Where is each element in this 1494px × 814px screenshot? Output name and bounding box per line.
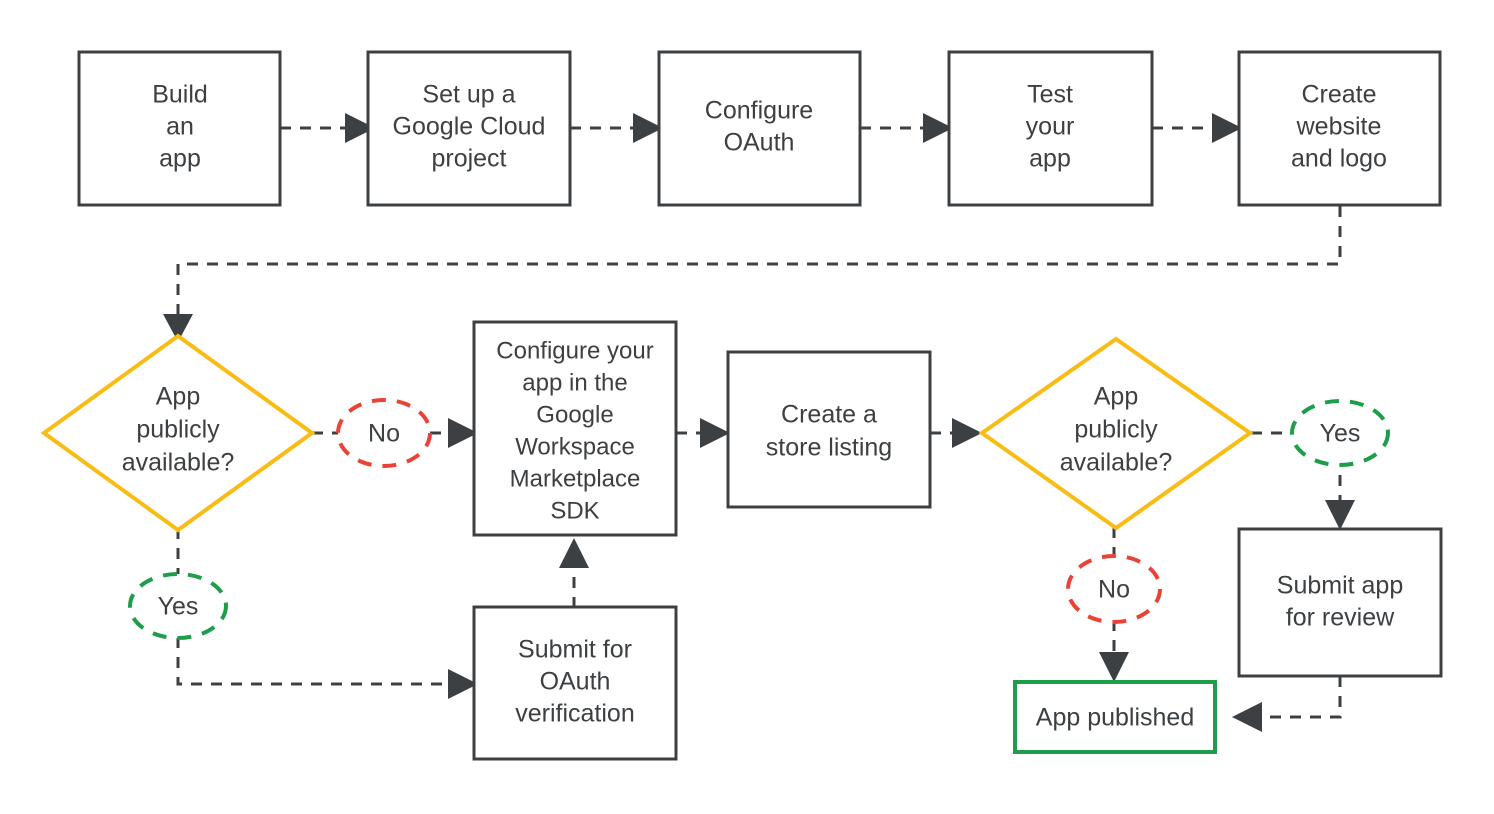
node-website-logo-line3: and logo	[1291, 145, 1387, 173]
edge-label-left-no-text: No	[368, 420, 400, 448]
node-build-an-app-line2: an	[166, 113, 194, 141]
oauth-verification-line2: OAuth	[540, 668, 611, 696]
node-configure-oauth-line1: Configure	[705, 97, 813, 125]
edge-decision-right-no	[1099, 527, 1129, 682]
edge-label-left-yes: Yes	[128, 572, 228, 640]
sdk-line5: Marketplace	[510, 465, 641, 492]
edge-build-to-gcp	[280, 113, 375, 143]
oauth-verification-line3: verification	[515, 700, 635, 728]
node-build-an-app-line3: app	[159, 145, 201, 173]
node-configure-oauth-line2: OAuth	[724, 129, 795, 157]
node-gcp-project-line2: Google Cloud	[393, 113, 546, 141]
node-gcp-project-line3: project	[431, 145, 506, 173]
sdk-line6: SDK	[550, 497, 599, 524]
sdk-line4: Workspace	[515, 433, 635, 460]
edge-website-to-decision-left	[163, 206, 1342, 342]
edge-submit-review-to-published	[1232, 676, 1342, 732]
decision-right-line1: App	[1094, 383, 1138, 411]
edge-label-right-yes: Yes	[1290, 399, 1390, 467]
node-website-logo-line2: website	[1296, 113, 1382, 141]
edge-label-right-no: No	[1066, 554, 1162, 624]
node-create-store-listing[interactable]: Create a store listing	[726, 350, 932, 509]
edge-decision-left-no	[312, 418, 478, 448]
node-test-your-app[interactable]: Test your app	[947, 50, 1154, 207]
edge-label-left-no: No	[336, 398, 432, 468]
node-website-logo-line1: Create	[1301, 81, 1376, 109]
decision-right-line2: publicly	[1074, 416, 1158, 444]
decision-left-line1: App	[156, 383, 200, 411]
decision-left-line3: available?	[122, 449, 235, 477]
decision-right-line3: available?	[1060, 449, 1173, 477]
node-test-app-line1: Test	[1027, 81, 1073, 109]
edge-oauth-verification-to-sdk	[559, 538, 589, 608]
node-build-an-app-line1: Build	[152, 81, 208, 109]
edge-label-right-yes-text: Yes	[1320, 420, 1361, 448]
store-listing-line2: store listing	[766, 434, 892, 462]
store-listing-line1: Create a	[781, 401, 877, 429]
node-decision-app-publicly-available-right[interactable]: App publicly available?	[978, 336, 1254, 531]
edge-decision-right-yes	[1251, 431, 1355, 530]
node-create-website-and-logo[interactable]: Create website and logo	[1237, 50, 1442, 207]
node-app-published[interactable]: App published	[1013, 680, 1217, 754]
edge-decision-left-yes	[176, 528, 478, 699]
edge-store-listing-to-decision-right	[930, 418, 982, 448]
node-configure-oauth[interactable]: Configure OAuth	[657, 50, 862, 207]
node-submit-oauth-verification[interactable]: Submit for OAuth verification	[472, 605, 678, 761]
submit-review-line1: Submit app	[1277, 572, 1403, 600]
edge-gcp-to-oauth	[570, 113, 663, 143]
node-build-an-app[interactable]: Build an app	[77, 50, 282, 207]
edge-sdk-to-store-listing	[676, 418, 730, 448]
edge-label-left-yes-text: Yes	[158, 593, 199, 621]
node-decision-app-publicly-available-left[interactable]: App publicly available?	[40, 333, 316, 533]
decision-left-line2: publicly	[136, 416, 220, 444]
sdk-line3: Google	[536, 401, 613, 428]
edge-label-right-no-text: No	[1098, 576, 1130, 604]
sdk-line1: Configure your	[496, 337, 653, 364]
sdk-line2: app in the	[522, 369, 627, 396]
node-configure-app-marketplace-sdk[interactable]: Configure your app in the Google Workspa…	[472, 320, 678, 537]
app-published-label: App published	[1036, 704, 1194, 732]
node-set-up-google-cloud-project[interactable]: Set up a Google Cloud project	[366, 50, 572, 207]
edge-test-to-website	[1152, 113, 1242, 143]
node-gcp-project-line1: Set up a	[422, 81, 515, 109]
node-test-app-line3: app	[1029, 145, 1071, 173]
node-submit-app-for-review[interactable]: Submit app for review	[1237, 527, 1443, 678]
submit-review-line2: for review	[1286, 604, 1395, 632]
node-test-app-line2: your	[1026, 113, 1075, 141]
oauth-verification-line1: Submit for	[518, 636, 632, 664]
edge-oauth-to-test	[860, 113, 953, 143]
